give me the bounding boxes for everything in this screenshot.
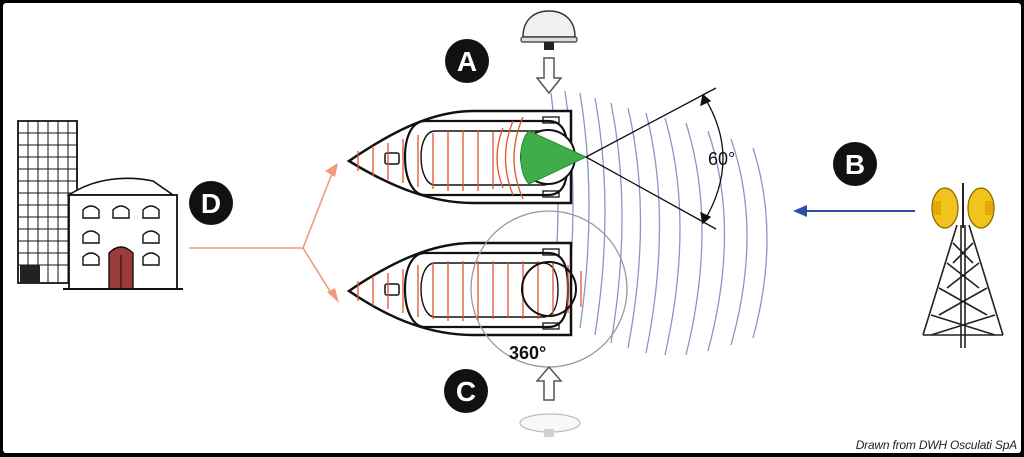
svg-text:A: A xyxy=(457,46,477,77)
link-arrow-top xyxy=(325,163,338,177)
diagram-frame: 60° 360° xyxy=(3,3,1021,453)
svg-text:D: D xyxy=(201,188,221,219)
down-arrow-a xyxy=(535,57,563,95)
antenna-diagram: 60° 360° xyxy=(17,10,1004,437)
credit-text: Drawn from DWH Osculati SpA xyxy=(855,438,1018,452)
dome-antenna-bottom xyxy=(521,261,577,317)
label-a: A xyxy=(445,39,489,83)
angle-full-label: 360° xyxy=(509,343,546,363)
svg-text:B: B xyxy=(845,149,865,180)
angle-narrow-label: 60° xyxy=(708,149,735,169)
signal-marks-top xyxy=(357,116,524,200)
label-d: D xyxy=(189,181,233,225)
radio-waves xyxy=(550,90,768,356)
sector-60 xyxy=(585,87,724,230)
link-arrow-bottom xyxy=(327,288,339,303)
cell-tower-icon xyxy=(922,183,1004,348)
label-b: B xyxy=(833,142,877,186)
cone-beam xyxy=(520,130,588,185)
flat-antenna-icon xyxy=(519,413,581,437)
office-building-icon xyxy=(17,120,183,290)
signal-marks-bottom xyxy=(357,261,582,321)
link-lines xyxy=(189,170,334,297)
svg-text:C: C xyxy=(456,376,476,407)
up-arrow-c xyxy=(535,365,563,401)
dome-antenna-icon xyxy=(520,10,578,50)
label-c: C xyxy=(444,369,488,413)
signal-arrow xyxy=(793,205,915,217)
